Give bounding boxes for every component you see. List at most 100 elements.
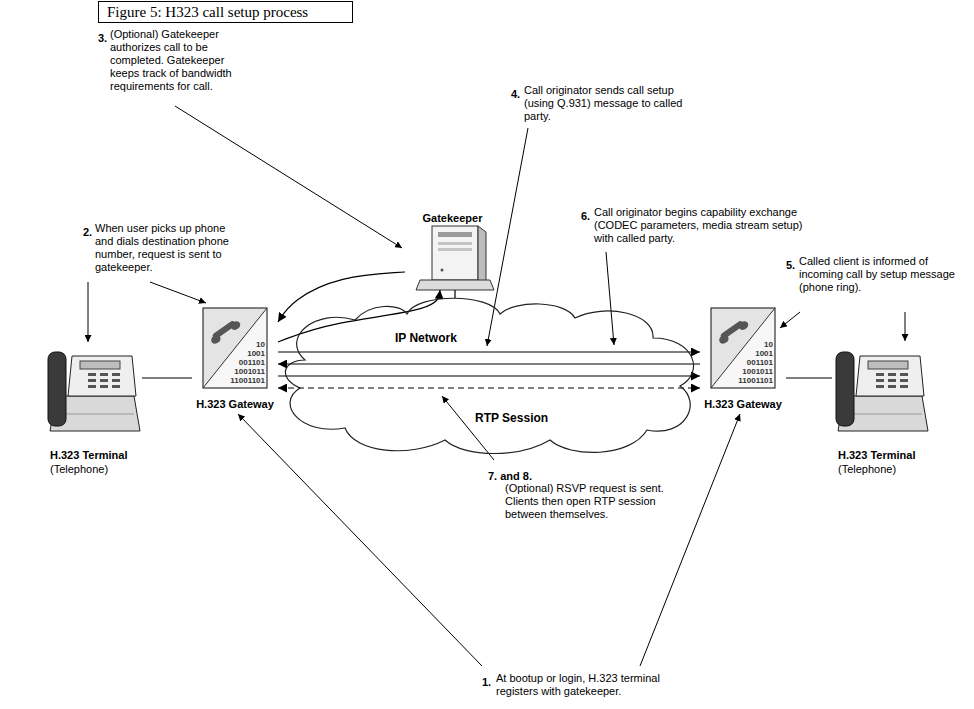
- telephone-icon: [836, 352, 928, 431]
- phone-key: [100, 373, 108, 376]
- handset-end: [229, 319, 242, 331]
- phone-key: [88, 379, 96, 382]
- label-holder: At bootup or login, H.323 terminal regis…: [496, 672, 696, 698]
- callout-text: Call originator begins capability exchan…: [594, 206, 809, 245]
- node-sublabel: (Telephone): [838, 463, 896, 476]
- label-holder: 3.: [98, 28, 107, 46]
- label-holder: 4.: [511, 84, 520, 102]
- label-holder: 7. and 8.: [488, 466, 532, 484]
- callout-text: Called client is informed of incoming ca…: [799, 255, 964, 294]
- binary-digits: 1001: [247, 349, 265, 358]
- callout-text: Call originator sends call setup (using …: [524, 84, 689, 123]
- phone-key: [88, 385, 96, 388]
- connector: [786, 377, 832, 378]
- label-holder: 1001: [711, 342, 773, 360]
- phone-key: [112, 385, 120, 388]
- label-holder: When user picks up phone and dials desti…: [95, 222, 245, 274]
- server-base: [416, 280, 494, 290]
- text-holder: Gatekeeper: [405, 208, 500, 226]
- label-holder: Call originator sends call setup (using …: [524, 84, 689, 123]
- binary-digits: 001101: [239, 358, 265, 367]
- node-sublabel: (Telephone): [50, 463, 108, 476]
- connector: [278, 272, 405, 322]
- phone-handset: [48, 352, 66, 426]
- label-holder: 11001101: [711, 369, 773, 387]
- leader-line: [238, 414, 482, 666]
- text-holder: IP Network: [395, 328, 457, 346]
- gateway-frame: [203, 308, 267, 388]
- phone-key: [88, 373, 96, 376]
- gateway-icon: [203, 308, 267, 388]
- rtp-session-line: [278, 387, 700, 388]
- label-holder: 10: [203, 333, 265, 351]
- terminal-node: H.323 Terminal(Telephone): [832, 345, 934, 475]
- callout-number: 7. and 8.: [488, 470, 532, 483]
- server-led: [441, 269, 444, 272]
- handset-end: [210, 333, 223, 345]
- leader-line: [88, 282, 89, 342]
- node-label: H.323 Gateway: [196, 398, 274, 411]
- gateway-node: H.323 Gateway: [192, 306, 278, 410]
- gateway-shade: [203, 308, 267, 388]
- label-holder: 10: [711, 333, 773, 351]
- connector: [142, 377, 192, 378]
- callout-number: 3.: [98, 32, 107, 45]
- leader-line: [905, 312, 906, 341]
- node-label: H.323 Terminal: [50, 449, 127, 462]
- gateway-node: H.323 Gateway: [700, 306, 786, 410]
- callout-number: 2.: [83, 226, 92, 239]
- label-holder: 5.: [786, 255, 795, 273]
- server-bay: [438, 248, 472, 251]
- phone-key: [100, 379, 108, 382]
- phone-display: [80, 361, 120, 369]
- phone-key: [112, 379, 120, 382]
- text-holder: H.323 Terminal: [838, 445, 915, 463]
- server-bay: [438, 242, 472, 245]
- text-holder: H.323 Terminal: [50, 445, 127, 463]
- binary-digits: 10: [764, 340, 773, 349]
- binary-digits: 001101: [747, 358, 773, 367]
- leader-line: [487, 128, 528, 346]
- leader-line: [640, 414, 740, 666]
- label-holder: 1001011: [203, 360, 265, 378]
- terminal-node: H.323 Terminal(Telephone): [40, 345, 142, 475]
- gateway-diagonal: [203, 308, 267, 388]
- callout-text: (Optional) RSVP request is sent. Clients…: [505, 482, 685, 521]
- gateway-body: [203, 308, 267, 388]
- label-holder: 11001101: [203, 369, 265, 387]
- binary-digits: 11001101: [230, 376, 265, 385]
- gatekeeper-node: Gatekeeper: [405, 208, 500, 290]
- gateway-icon: [711, 308, 775, 388]
- leader-line: [780, 312, 800, 328]
- leader-lines: [88, 106, 905, 666]
- binary-digits: 1001: [755, 349, 773, 358]
- text-holder: (Telephone): [50, 459, 108, 477]
- callout-text: When user picks up phone and dials desti…: [95, 222, 245, 274]
- callout-number: 5.: [786, 259, 795, 272]
- server-icon: [416, 226, 494, 290]
- connector: [454, 290, 455, 298]
- label-holder: 6.: [581, 206, 590, 224]
- label-holder: 1.: [482, 672, 491, 690]
- connector: [278, 351, 700, 352]
- label-holder: 1001011: [711, 360, 773, 378]
- server-panel: [438, 232, 472, 237]
- node-label: Gatekeeper: [423, 212, 483, 225]
- telephone-icon: [48, 352, 140, 431]
- label-holder: 001101: [203, 351, 265, 369]
- label-holder: (Optional) RSVP request is sent. Clients…: [505, 482, 685, 521]
- phone-base-line: [58, 414, 134, 415]
- node-label: H.323 Terminal: [838, 449, 915, 462]
- callout-number: 4.: [511, 88, 520, 101]
- server-side: [478, 226, 486, 282]
- callout-number: 6.: [581, 210, 590, 223]
- callout-text: (Optional) Gatekeeper authorizes call to…: [110, 28, 245, 93]
- label-holder: Called client is informed of incoming ca…: [799, 255, 964, 294]
- callout-number: 1.: [482, 676, 491, 689]
- binary-digits: 1001011: [234, 367, 265, 376]
- cloud-outline: [275, 298, 698, 455]
- label-holder: Call originator begins capability exchan…: [594, 206, 809, 245]
- server-tower: [432, 226, 478, 280]
- session-label: RTP Session: [475, 411, 548, 425]
- text-holder: RTP Session: [475, 408, 548, 426]
